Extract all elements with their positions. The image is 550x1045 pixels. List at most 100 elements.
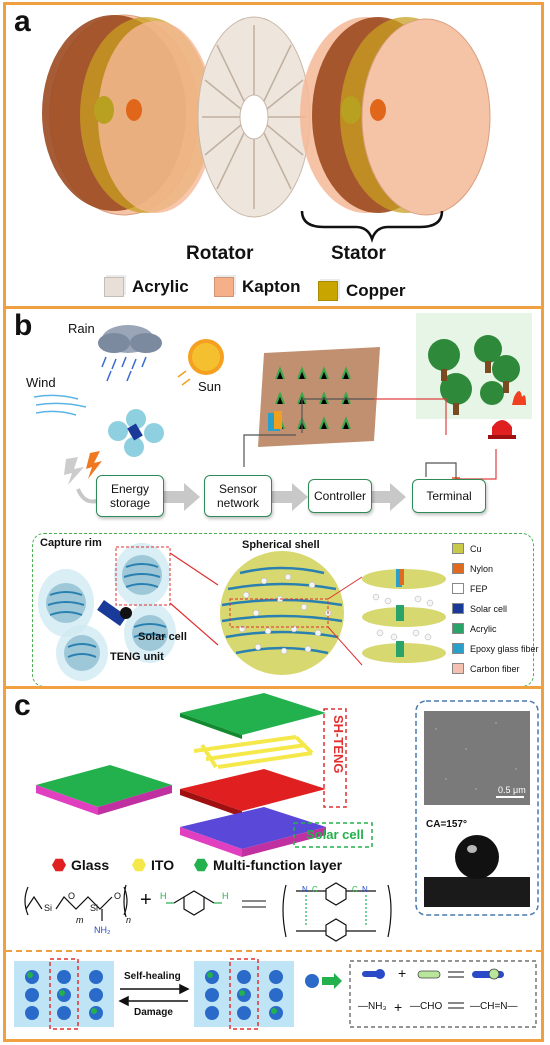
legend-solar-cell: Solar cell — [452, 603, 507, 614]
nylon-swatch — [452, 563, 464, 574]
legend-glass: Glass — [52, 857, 109, 873]
si-atom-2: Si — [90, 903, 99, 913]
nh2-group: NH₂ — [94, 925, 111, 935]
legend-cu: Cu — [452, 543, 482, 554]
legend-ito: ITO — [132, 857, 174, 873]
subscript-n: n — [126, 915, 132, 925]
healed-network — [194, 958, 294, 1030]
o-atom-2: O — [114, 891, 122, 901]
device-single — [36, 765, 172, 815]
connection-wires — [243, 398, 497, 491]
energy-storage-box: Energy storage — [96, 475, 164, 517]
contact-angle-label: CA=157° — [426, 819, 467, 830]
hydrogen-bonds — [305, 895, 367, 927]
legend-solar-cell-label: Solar cell — [470, 603, 508, 614]
ito-swatch — [132, 858, 146, 872]
damaged-network — [14, 958, 114, 1030]
zoom-region-marker — [115, 546, 171, 606]
polymer-structure — [24, 884, 128, 921]
legend-fep: FEP — [452, 583, 488, 594]
o-atom-1: O — [68, 891, 76, 901]
rain-icon — [101, 356, 147, 382]
epoxy-swatch — [452, 643, 464, 654]
cu-swatch — [452, 543, 464, 554]
legend-epoxy-label: Epoxy glass fiber — [470, 643, 539, 654]
copper-swatch — [318, 281, 338, 301]
reaction-icons — [362, 968, 504, 980]
solar-cell-part-label: Solar cell — [138, 631, 187, 643]
legend-kapton-label: Kapton — [242, 277, 301, 296]
rain-label: Rain — [68, 321, 95, 336]
legend-glass-label: Glass — [71, 857, 110, 873]
wind-label: Wind — [26, 375, 56, 390]
alarm-icon — [488, 420, 516, 439]
sun-label: Sun — [198, 379, 222, 394]
h-atom-2: H — [222, 891, 229, 901]
teng-disk-illustration — [42, 14, 491, 243]
panel-c: c — [3, 686, 544, 1042]
stator-brace — [300, 210, 444, 243]
panel-c-label: c — [14, 689, 31, 722]
cho-label: —CHO — [410, 1001, 443, 1012]
legend-fep-label: FEP — [470, 583, 488, 594]
sh-teng-marker — [323, 708, 347, 808]
legend-ito-label: ITO — [151, 857, 175, 873]
panel-a: a — [3, 2, 544, 309]
solar-cell-c-label: Solar cell — [306, 827, 364, 842]
self-healing-label: Self-healing — [124, 971, 181, 982]
acrylic-swatch — [104, 277, 124, 297]
spherical-shell-label: Spherical shell — [242, 539, 320, 551]
water-droplet — [455, 835, 499, 879]
legend-nylon-label: Nylon — [470, 563, 494, 574]
panel-a-label: a — [14, 5, 31, 38]
sem-box — [415, 700, 539, 916]
legend-copper-label: Copper — [346, 281, 406, 300]
legend-acrylic-label: Acrylic — [132, 277, 189, 296]
legend-cu-label: Cu — [470, 543, 482, 554]
n-atom-2: N — [362, 885, 368, 894]
legend-acrylic-b: Acrylic — [452, 623, 497, 634]
healing-arrows — [118, 983, 190, 1007]
mechanism-arrow — [305, 973, 342, 989]
panel-b: b — [3, 306, 544, 692]
layered-stack-illustration — [362, 569, 446, 663]
plus-sign: + — [140, 889, 152, 911]
scale-bar-label: 0.5 μm — [498, 785, 526, 795]
legend-kapton: Kapton — [214, 277, 301, 297]
teng-unit-label: TENG unit — [110, 651, 164, 663]
multifunction-swatch — [194, 858, 208, 872]
sh-teng-illustration — [6, 693, 541, 1030]
solar-cell-swatch — [452, 603, 464, 614]
legend-carbon-fiber: Carbon fiber — [452, 663, 520, 674]
legend-acrylic: Acrylic — [104, 277, 189, 297]
reaction-box — [349, 960, 537, 1028]
subscript-m: m — [76, 915, 84, 925]
carbon-fiber-swatch — [452, 663, 464, 674]
aldehyde-structure — [173, 890, 215, 916]
rotator-label: Rotator — [186, 243, 254, 264]
legend-multifunction-label: Multi-function layer — [213, 857, 343, 873]
glass-swatch — [52, 858, 66, 872]
damage-label: Damage — [134, 1007, 173, 1018]
teng-cluster-icon — [108, 409, 164, 457]
field-illustration — [258, 347, 380, 447]
chn-label: —CH=N— — [470, 1001, 518, 1012]
kapton-swatch — [214, 277, 234, 297]
solar-cell-marker — [293, 822, 373, 848]
forest-illustration — [416, 313, 532, 419]
structure-detail-illustration — [38, 543, 446, 681]
panel-b-label: b — [14, 309, 33, 342]
equilibrium-arrow — [242, 900, 266, 908]
layer-zoom-lines — [327, 576, 363, 666]
spherical-shell-illustration — [220, 551, 344, 675]
energy-harvesting-scene — [33, 313, 532, 511]
legend-copper: Copper — [318, 281, 406, 301]
device-exploded — [180, 693, 326, 857]
crosslinked-structure — [282, 882, 392, 942]
sh-teng-label: SH-TENG — [331, 715, 346, 774]
legend-nylon: Nylon — [452, 563, 493, 574]
teng-unit-cluster — [38, 543, 176, 681]
legend-acrylic-b-label: Acrylic — [470, 623, 497, 634]
reaction-plus-2: + — [394, 999, 403, 1015]
c-atom-1: C — [312, 885, 318, 894]
